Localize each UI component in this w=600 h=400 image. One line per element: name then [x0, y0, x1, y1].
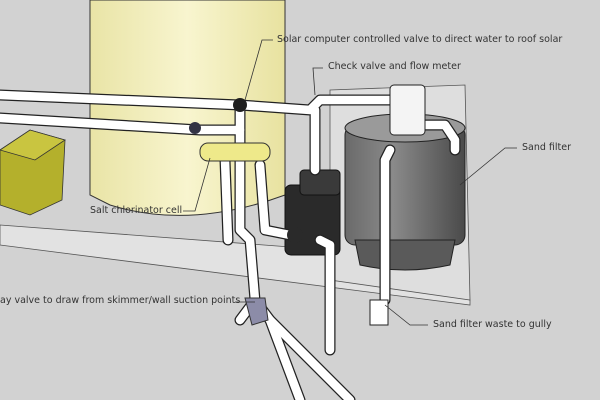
three-way-valve: [287, 227, 303, 243]
leader-lines: [183, 39, 517, 326]
pipework: [0, 89, 461, 400]
suction-valve: [244, 297, 269, 326]
label-salt-cell: Salt chlorinator cell: [90, 205, 183, 216]
label-suction-valve: ay valve to draw from skimmer/wall sucti…: [0, 295, 241, 306]
check-valve: [189, 122, 201, 134]
label-sand-filter: Sand filter: [522, 142, 572, 153]
multiport-valve: [389, 84, 426, 136]
label-solar-valve: Solar computer controlled valve to direc…: [277, 34, 563, 45]
solar-valve: [233, 98, 247, 112]
salt-chlorinator-cell: [199, 142, 271, 162]
label-check-valve: Check valve and flow meter: [328, 61, 461, 72]
floor-slab: [0, 224, 471, 306]
sand-filter-waste-outlet: [369, 299, 389, 326]
label-filter-waste: Sand filter waste to gully: [433, 319, 552, 330]
